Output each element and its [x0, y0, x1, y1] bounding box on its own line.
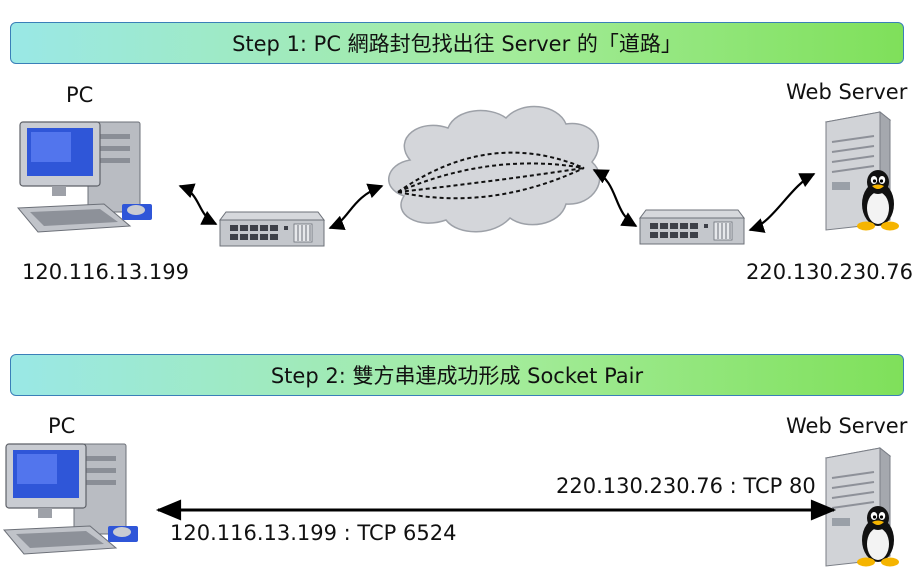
step1-link-arrows [178, 169, 816, 233]
step2-web-server-icon [825, 447, 900, 568]
step2-pc-label: PC [48, 414, 76, 438]
step1-pc-label: PC [66, 83, 94, 107]
step1-server-label: Web Server [786, 80, 908, 104]
step2-title: Step 2: 雙方串連成功形成 Socket Pair [270, 364, 644, 388]
step2-server-socket: 220.130.230.76 : TCP 80 [556, 474, 816, 498]
step1-web-server-icon [825, 111, 900, 232]
internet-cloud-icon [387, 105, 601, 233]
link-cloud-switch-arrow [592, 169, 638, 227]
step2-server-label: Web Server [786, 414, 908, 438]
step1-pc-ip: 120.116.13.199 [22, 260, 189, 284]
step1-title: Step 1: PC 網路封包找出往 Server 的「道路」 [232, 32, 682, 56]
step1-pc-icon [17, 121, 153, 233]
link-pc-switch-arrow [178, 183, 218, 225]
step2-banner: Step 2: 雙方串連成功形成 Socket Pair [10, 354, 904, 396]
step2-pc-socket: 120.116.13.199 : TCP 6524 [170, 521, 457, 545]
step1-banner: Step 1: PC 網路封包找出往 Server 的「道路」 [10, 22, 904, 64]
step1-switch-left-icon [219, 211, 325, 247]
step1-switch-right-icon [639, 209, 745, 245]
link-switch-cloud-arrow [328, 183, 384, 230]
step2-pc-icon [3, 443, 139, 555]
step1-server-ip: 220.130.230.76 [746, 260, 912, 284]
link-switch-server-arrow [748, 173, 816, 233]
